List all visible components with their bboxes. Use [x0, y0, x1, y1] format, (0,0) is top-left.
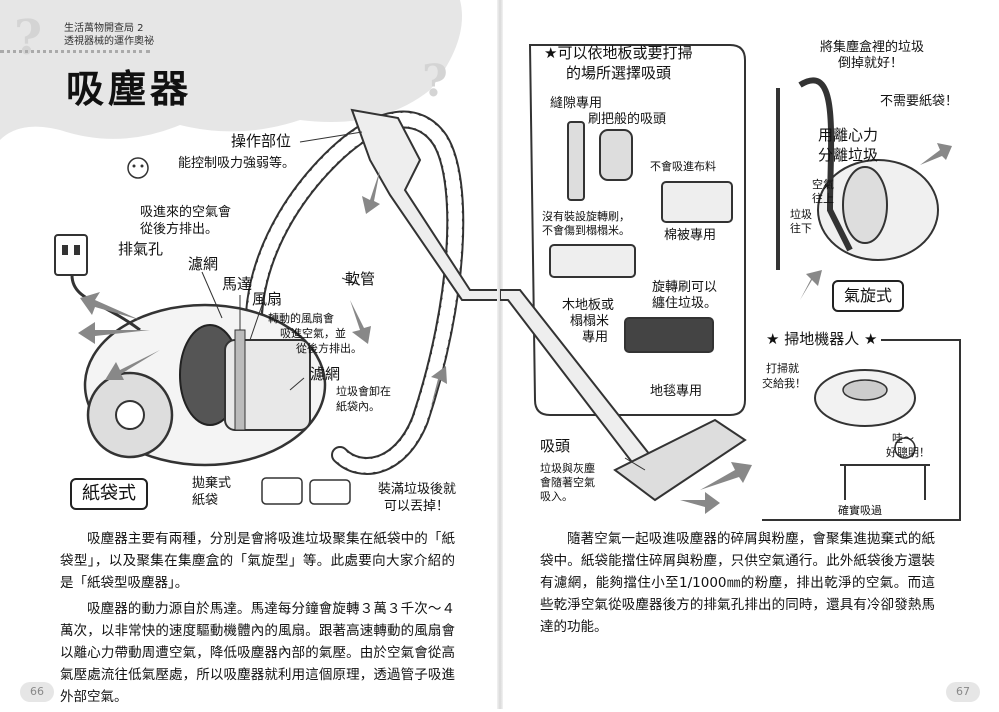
label-air-out-2: 從後方排出。 [140, 222, 219, 237]
label-bedding: 棉被專用 [664, 228, 717, 243]
label-exhaust: 排氣孔 [118, 240, 164, 258]
label-nozzle-desc-3: 吸入。 [540, 490, 573, 503]
airflow-arrows [78, 170, 447, 410]
question-mark-deco-2: ? [422, 56, 448, 107]
vacuum-illustration [0, 0, 499, 505]
child-head [894, 437, 916, 459]
bedding-nozzle [661, 181, 733, 223]
label-robot-speech-1: 打掃就 [766, 362, 799, 375]
label-wood-1: 木地板或 [562, 298, 615, 313]
label-nozzle-heading-1: ★可以依地板或要打掃 [544, 44, 693, 62]
label-wow-2: 好聰明！ [886, 446, 930, 459]
label-centrifugal-1: 用離心力 [818, 126, 879, 144]
label-nozzle: 吸頭 [540, 437, 571, 455]
label-wood-3: 專用 [582, 330, 609, 345]
paragraph: 隨著空氣一起吸進吸塵器的碎屑與粉塵，會聚集進拋棄式的紙袋中。紙袋能擋住碎屑與粉塵… [540, 531, 935, 635]
label-full-1: 裝滿垃圾後就 [378, 482, 457, 497]
gutter [497, 0, 503, 709]
body-text-right: 隨著空氣一起吸進吸塵器的碎屑與粉塵，會聚集進拋棄式的紙袋中。紙袋能擋住碎屑與粉塵… [540, 528, 935, 642]
label-air-out-1: 吸進來的空氣會 [140, 205, 232, 220]
label-dust-down-2: 往下 [790, 222, 812, 235]
label-no-rotate-2: 不會傷到榻榻米。 [542, 224, 630, 237]
label-no-bag: 不需要紙袋！ [880, 94, 959, 109]
label-hose: 軟管 [345, 270, 376, 288]
page-number-right: 67 [946, 682, 980, 702]
disposable-bag-1 [261, 477, 303, 505]
label-robot-floor: 確實吸過 [838, 504, 882, 517]
label-cyclone-type: 氣旋式 [832, 280, 905, 312]
carpet-nozzle [624, 317, 714, 353]
brush-nozzle [599, 129, 633, 181]
label-fan-desc-3: 從後方排出。 [296, 342, 362, 355]
label-paper-type: 紙袋式 [70, 478, 148, 510]
label-dump-2: 倒掉就好！ [838, 56, 904, 71]
label-dump-1: 將集塵盒裡的垃圾 [820, 40, 925, 55]
label-filter-bottom: 濾網 [310, 365, 341, 383]
header-bubble [0, 0, 462, 140]
mascot-1 [127, 157, 149, 179]
label-brush: 刷把般的吸頭 [588, 112, 667, 127]
disposable-bag-2 [309, 479, 351, 505]
label-no-suck: 不會吸進布料 [650, 160, 716, 173]
left-page: ? ? 生活萬物開查局 2 透視器械的運作奧祕 吸塵器 操作部位 能控制吸力強弱… [0, 0, 499, 709]
label-air-up-1: 空氣 [812, 178, 834, 191]
label-disposable-2: 紙袋 [192, 493, 219, 508]
label-centrifugal-2: 分離垃圾 [818, 146, 879, 164]
label-nozzle-desc-1: 垃圾與灰塵 [540, 462, 595, 475]
label-rotate-2: 纏住垃圾。 [652, 296, 718, 311]
label-filter-top: 濾網 [188, 255, 219, 273]
label-gap: 縫隙專用 [550, 96, 603, 111]
paragraph: 吸塵器的動力源自於馬達。馬達每分鐘會旋轉３萬３千次～４萬次，以非常快的速度驅動機… [60, 601, 455, 705]
label-fan-desc-1: 轉動的風扇會 [268, 312, 334, 325]
floor-nozzle [613, 418, 747, 502]
wood-nozzle [549, 244, 636, 278]
label-motor: 馬達 [222, 275, 253, 293]
label-dust-desc-1: 垃圾會卸在 [336, 385, 391, 398]
page-number-left: 66 [20, 682, 54, 702]
nozzle-frame [528, 44, 746, 416]
nozzle-illustration [500, 44, 961, 521]
label-robot-heading: ★ 掃地機器人 ★ [762, 330, 882, 348]
label-nozzle-desc-2: 會隨著空氣 [540, 476, 595, 489]
airflow-arrows-right [680, 143, 952, 514]
label-disposable-1: 拋棄式 [192, 476, 232, 491]
label-air-up-2: 往上 [812, 192, 834, 205]
label-full-2: 可以丟掉！ [384, 499, 450, 514]
label-robot-speech-2: 交給我！ [762, 377, 806, 390]
paragraph: 吸塵器主要有兩種，分別是會將吸進垃圾聚集在紙袋中的「紙袋型」，以及聚集在集塵盒的… [60, 531, 455, 591]
label-control-desc: 能控制吸力強弱等。 [178, 156, 296, 171]
label-wood-2: 榻榻米 [570, 314, 610, 329]
label-fan: 風扇 [252, 290, 283, 308]
label-dust-desc-2: 紙袋內。 [336, 400, 380, 413]
page-title: 吸塵器 [66, 67, 193, 111]
label-rotate-1: 旋轉刷可以 [652, 280, 718, 295]
series-title: 生活萬物開查局 2 透視器械的運作奧祕 [64, 22, 154, 48]
gap-nozzle [567, 121, 585, 201]
cyclone-bin [842, 166, 888, 244]
right-page: ★可以依地板或要打掃 的場所選擇吸頭 縫隙專用 刷把般的吸頭 不會吸進布料 沒有… [500, 0, 999, 709]
label-wow-1: 哇～ [892, 432, 914, 445]
cyclone-hose [798, 77, 853, 252]
dotted-rule [0, 50, 150, 53]
paper-bag [224, 339, 311, 431]
body-text-left: 吸塵器主要有兩種，分別是會將吸進垃圾聚集在紙袋中的「紙袋型」，以及聚集在集塵盒的… [60, 528, 455, 712]
table [840, 464, 930, 500]
label-fan-desc-2: 吸進空氣，並 [280, 327, 346, 340]
label-nozzle-heading-2: 的場所選擇吸頭 [566, 64, 672, 82]
question-mark-deco-1: ? [14, 10, 43, 66]
label-dust-down-1: 垃圾 [790, 208, 812, 221]
power-outlet [54, 234, 88, 276]
series-line-2: 透視器械的運作奧祕 [64, 36, 154, 47]
series-line-1: 生活萬物開查局 2 [64, 23, 144, 34]
label-carpet: 地毯專用 [650, 384, 703, 399]
handle-shape [350, 108, 499, 301]
label-no-rotate-1: 沒有裝設旋轉刷， [542, 210, 630, 223]
label-control: 操作部位 [231, 132, 292, 150]
